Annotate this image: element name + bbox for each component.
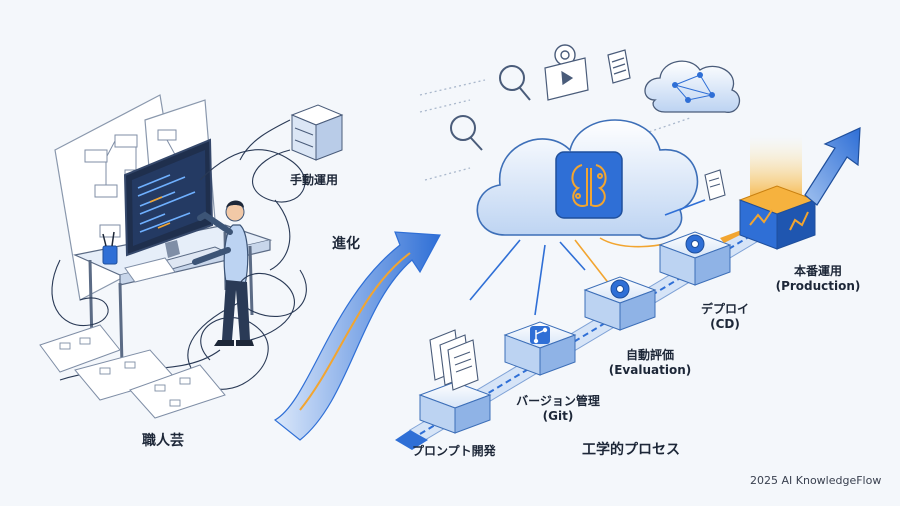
gear-icon-deploy	[685, 234, 705, 254]
label-version-mgmt-title: バージョン管理	[516, 394, 600, 408]
eval-node	[583, 276, 657, 331]
git-node	[503, 321, 577, 376]
label-craftsmanship: 職人芸	[142, 433, 184, 449]
label-auto-eval: 自動評価 (Evaluation)	[600, 348, 700, 378]
evolution-arrow	[273, 231, 441, 441]
desk-papers	[124, 257, 176, 283]
label-production-sub: (Production)	[775, 279, 861, 293]
magnifier-icon-small	[450, 115, 483, 151]
label-production: 本番運用 (Production)	[768, 264, 868, 294]
document-stack-icon	[429, 329, 479, 391]
label-deploy-sub: (CD)	[710, 317, 740, 331]
label-deploy-title: デプロイ	[700, 302, 749, 316]
server-icon	[290, 104, 344, 161]
document-icon-top	[607, 49, 631, 84]
gear-icon-eval	[610, 279, 630, 299]
network-cloud-icon	[644, 60, 741, 113]
label-auto-eval-title: 自動評価	[625, 348, 674, 362]
label-auto-eval-sub: (Evaluation)	[608, 363, 692, 377]
circuit-brain-icon	[571, 164, 607, 207]
document-icon-right	[704, 169, 726, 201]
label-engineering-process: 工学的プロセス	[582, 442, 680, 458]
label-manual-ops: 手動運用	[290, 173, 339, 187]
monitor-icon	[123, 138, 214, 258]
label-evolution: 進化	[332, 236, 360, 252]
label-version-mgmt: バージョン管理 (Git)	[508, 394, 608, 424]
ai-cloud-icon	[476, 119, 699, 240]
magnifier-icon-large	[499, 65, 531, 101]
growth-arrow	[804, 127, 861, 206]
dot-lines-decor	[419, 79, 691, 181]
prompt-dev-node	[418, 329, 492, 434]
credit-text: 2025 AI KnowledgeFlow	[750, 474, 882, 487]
label-version-mgmt-sub: (Git)	[542, 409, 574, 423]
deploy-node	[658, 220, 762, 286]
process-underline	[395, 430, 428, 450]
play-screen-icon	[544, 57, 589, 101]
git-branch-icon	[533, 327, 548, 344]
engineer-person	[192, 200, 254, 346]
production-node	[738, 135, 817, 250]
label-prompt-dev: プロンプト開発	[412, 444, 496, 458]
label-production-title: 本番運用	[793, 264, 842, 278]
label-deploy: デプロイ (CD)	[690, 302, 760, 332]
floor-papers	[39, 324, 226, 419]
pen-cup	[102, 231, 118, 265]
